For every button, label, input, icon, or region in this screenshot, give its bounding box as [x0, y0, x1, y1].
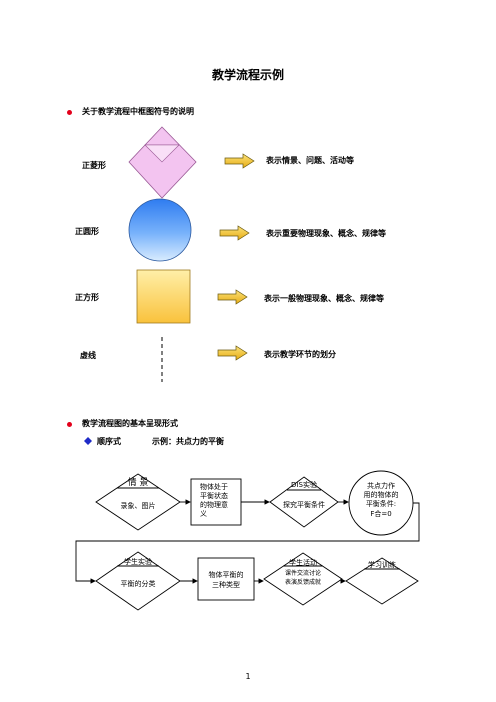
diamond-bullet-icon — [84, 437, 92, 445]
legend-shapes — [128, 126, 255, 382]
flow-node-6-line: 三种类型 — [212, 580, 240, 589]
flow-node-4-line: 平衡条件: — [366, 499, 396, 508]
flow-node-4-line: F合=0 — [370, 509, 391, 518]
flow-node-3 — [269, 476, 339, 528]
page-number: 1 — [245, 672, 251, 681]
flow-node-5-bottom: 平衡的分类 — [121, 579, 156, 588]
label-square: 正方形 — [75, 293, 99, 302]
flow-node-3-top: DIS实验 — [291, 480, 317, 489]
flow-node-3-bottom: 探究平衡条件 — [283, 500, 325, 509]
flow-node-8-label: 学习训练 — [368, 560, 396, 569]
desc-diamond: 表示情景、问题、活动等 — [266, 156, 354, 165]
flow-node-6 — [197, 557, 255, 601]
flow-node-8 — [345, 557, 419, 605]
desc-dashed-line: 表示教学环节的划分 — [264, 350, 336, 359]
desc-circle: 表示重要物理现象、概念、规律等 — [266, 229, 386, 238]
desc-square: 表示一般物理现象、概念、规律等 — [264, 294, 384, 303]
flow-node-7-line: 课件交流讨论 — [285, 569, 321, 577]
label-diamond: 正菱形 — [82, 161, 106, 170]
bullet-dot — [67, 422, 72, 427]
flow-node-2-line: 物体处于 — [200, 482, 228, 491]
flow-node-5 — [95, 551, 181, 611]
bullet-dot — [67, 110, 72, 115]
square-shape — [136, 269, 191, 324]
flow-node-7 — [263, 552, 343, 606]
flow-node-1-bottom: 录象、图片 — [121, 501, 156, 510]
flow-node-5-top: 学生实验 — [124, 557, 152, 566]
flow-node-6-line: 物体平衡的 — [209, 570, 244, 579]
flow-node-4-line: 共点力作 — [367, 481, 395, 490]
circle-shape — [128, 198, 192, 262]
label-dashed-line: 虚线 — [80, 351, 96, 360]
flow-node-7-line: 表演反馈成就 — [285, 578, 321, 586]
flow-node-2-line: 平衡状态 — [200, 491, 228, 500]
section-heading-symbols: 关于教学流程中框图符号的说明 — [82, 107, 194, 116]
section-heading-flow: 教学流程图的基本呈现形式 — [82, 419, 178, 428]
flow-diagram: 情 景 录象、图片 物体处于 平衡状态 的物理意 义 DIS实验 探究平衡条件 … — [75, 470, 420, 611]
arrow-icon — [217, 153, 255, 361]
flow-type-label: 顺序式 — [97, 437, 121, 446]
flow-node-2-line: 义 — [200, 510, 207, 518]
label-circle: 正圆形 — [75, 227, 99, 236]
flow-node-1 — [95, 473, 181, 531]
page-title: 教学流程示例 — [211, 68, 284, 82]
flow-node-2-line: 的物理意 — [200, 500, 228, 509]
flow-example-label: 示例：共点力的平衡 — [152, 437, 224, 446]
diamond-shape — [128, 126, 197, 199]
flow-node-1-top: 情 景 — [128, 476, 149, 488]
flow-node-4-line: 用的物体的 — [364, 490, 399, 499]
flow-node-7-line: 学生活动 — [289, 558, 317, 567]
